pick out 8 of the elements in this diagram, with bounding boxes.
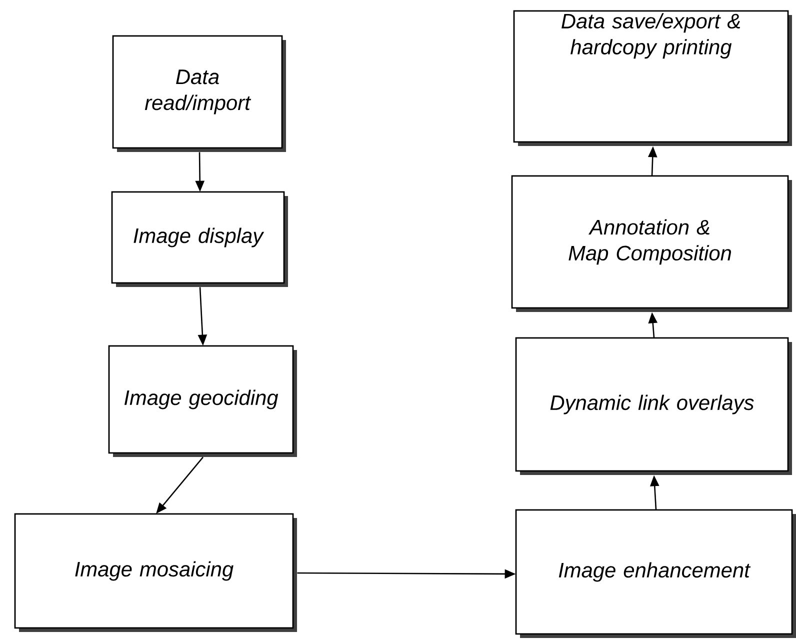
process-box: Data read/import [112,35,286,152]
process-box: Data save/export & hardcopy printing [513,10,792,146]
process-box: Image enhancement [515,509,796,638]
process-box: Image display [111,191,288,287]
process-box: Annotation & Map Composition [511,175,792,312]
process-box: Image mosaicing [14,513,297,632]
process-box: Image geociding [108,345,297,457]
process-box: Dynamic link overlays [515,337,792,475]
